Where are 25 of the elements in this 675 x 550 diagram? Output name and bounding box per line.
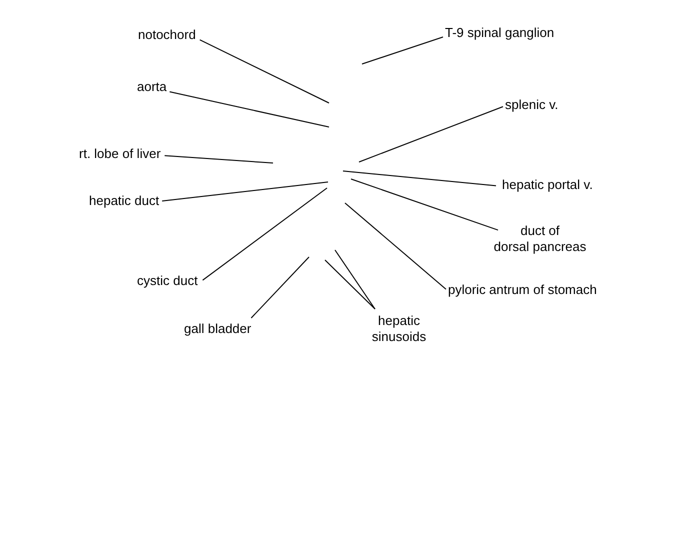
leader-line	[362, 36, 444, 64]
leader-line	[199, 39, 330, 104]
part-label: aorta	[137, 79, 167, 95]
leader-line	[342, 170, 496, 186]
part-label: hepatic sinusoids	[362, 313, 436, 345]
leader-line	[250, 256, 310, 318]
leader-line	[164, 155, 274, 164]
part-label: hepatic portal v.	[502, 177, 593, 193]
leader-line	[358, 106, 504, 162]
leader-line	[344, 202, 446, 290]
part-label: T-9 spinal ganglion	[445, 25, 554, 41]
leader-line	[162, 182, 328, 202]
part-label: pyloric antrum of stomach	[448, 282, 597, 298]
part-label: splenic v.	[505, 97, 558, 113]
part-label: duct of dorsal pancreas	[484, 223, 596, 255]
leader-line	[202, 188, 328, 281]
part-label: gall bladder	[184, 321, 252, 337]
leader-line	[324, 260, 376, 310]
leader-line	[169, 91, 330, 128]
leader-line	[350, 178, 498, 231]
part-label: cystic duct	[137, 273, 198, 289]
leader-line	[334, 250, 376, 310]
part-label: notochord	[138, 27, 196, 43]
part-label: rt. lobe of liver	[79, 146, 161, 162]
part-label: hepatic duct	[89, 193, 160, 209]
